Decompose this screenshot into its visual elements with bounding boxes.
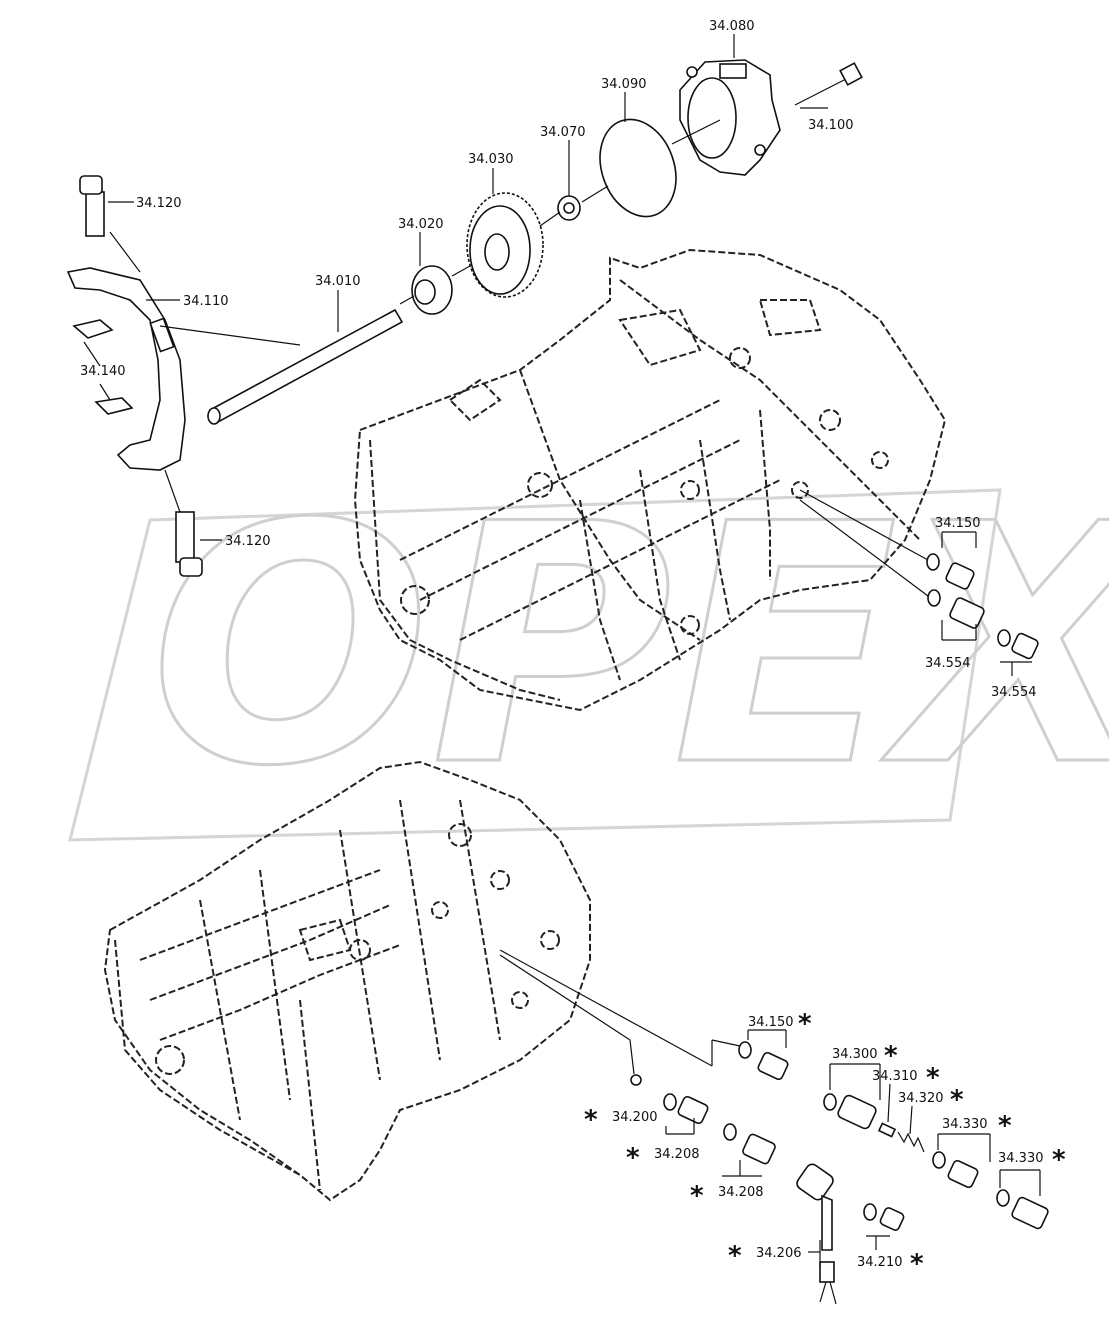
part-labels: 34.080 34.090 34.100 34.070 34.030 34.02…	[80, 19, 1044, 1270]
part-switch-34208-a	[663, 1093, 709, 1125]
part-gear-34030	[466, 192, 544, 298]
label-34330-a: 34.330	[942, 1117, 988, 1132]
part-nut-34070	[557, 195, 581, 221]
part-sensor-34330-b	[996, 1189, 1049, 1230]
label-34554-a: 34.554	[925, 656, 971, 671]
label-34150-top: 34.150	[935, 516, 981, 531]
part-plug-34554-b	[997, 629, 1039, 660]
part-cover-34080	[679, 59, 781, 176]
label-34120-bottom: 34.120	[225, 534, 271, 549]
label-34208-b: 34.208	[718, 1185, 764, 1200]
part-oring-34090	[599, 118, 677, 218]
part-spring-34320	[897, 1131, 925, 1153]
part-valve-34300	[823, 1093, 877, 1130]
label-34210: 34.210	[857, 1255, 903, 1270]
label-34310: 34.310	[872, 1069, 918, 1084]
label-34020: 34.020	[398, 217, 444, 232]
part-stud-34120-top	[79, 175, 105, 237]
label-34150-bottom: 34.150	[748, 1015, 794, 1030]
label-34206: 34.206	[756, 1246, 802, 1261]
label-34070: 34.070	[540, 125, 586, 140]
marker-34200: *	[584, 1105, 598, 1135]
part-switch-34208-b	[723, 1123, 776, 1165]
part-plug-34150-top	[926, 553, 975, 590]
part-plug-34150-bottom	[738, 1041, 789, 1081]
label-34330-b: 34.330	[998, 1151, 1044, 1166]
marker-34320: *	[950, 1085, 964, 1115]
label-34554-b: 34.554	[991, 685, 1037, 700]
part-stud-34120-bottom	[175, 511, 203, 577]
marker-34330-b: *	[1052, 1145, 1066, 1175]
label-34090: 34.090	[601, 77, 647, 92]
label-34100: 34.100	[808, 118, 854, 133]
upper-gearbox-housing	[353, 248, 947, 712]
marker-34150: *	[798, 1009, 812, 1039]
asterisk-markers: * * * * * * * * * * *	[584, 1009, 1066, 1279]
part-bearing-34020	[411, 265, 453, 315]
label-34120-top: 34.120	[136, 196, 182, 211]
label-34200: 34.200	[612, 1110, 658, 1125]
leader-lines	[83, 34, 1041, 1266]
label-34110: 34.110	[183, 294, 229, 309]
part-bolt-34100	[794, 62, 863, 106]
marker-34210: *	[910, 1249, 924, 1279]
marker-34300: *	[884, 1041, 898, 1071]
marker-34208-a: *	[626, 1143, 640, 1173]
label-34010: 34.010	[315, 274, 361, 289]
label-34080: 34.080	[709, 19, 755, 34]
watermark-logo: OPEX	[68, 453, 1109, 842]
part-pin-34310	[877, 1122, 897, 1138]
part-pads-34140	[72, 319, 134, 415]
marker-34206: *	[728, 1241, 742, 1271]
label-34208-a: 34.208	[654, 1147, 700, 1162]
part-fork-34110	[66, 267, 186, 471]
lower-gearbox-housing	[103, 760, 591, 1202]
label-34140: 34.140	[80, 364, 126, 379]
label-34320: 34.320	[898, 1091, 944, 1106]
part-ball-34200	[630, 1074, 642, 1086]
marker-34330-a: *	[998, 1111, 1012, 1141]
marker-34310: *	[926, 1063, 940, 1093]
label-34030: 34.030	[468, 152, 514, 167]
part-sensor-34330-a	[932, 1151, 979, 1189]
part-shaft-34010	[207, 308, 404, 425]
marker-34208-b: *	[690, 1181, 704, 1211]
part-plug-34210	[863, 1203, 905, 1231]
watermark-text: OPEX	[150, 454, 1109, 838]
part-switch-34554-a	[927, 589, 985, 629]
label-34300: 34.300	[832, 1047, 878, 1062]
part-connector-34206	[796, 1163, 837, 1305]
